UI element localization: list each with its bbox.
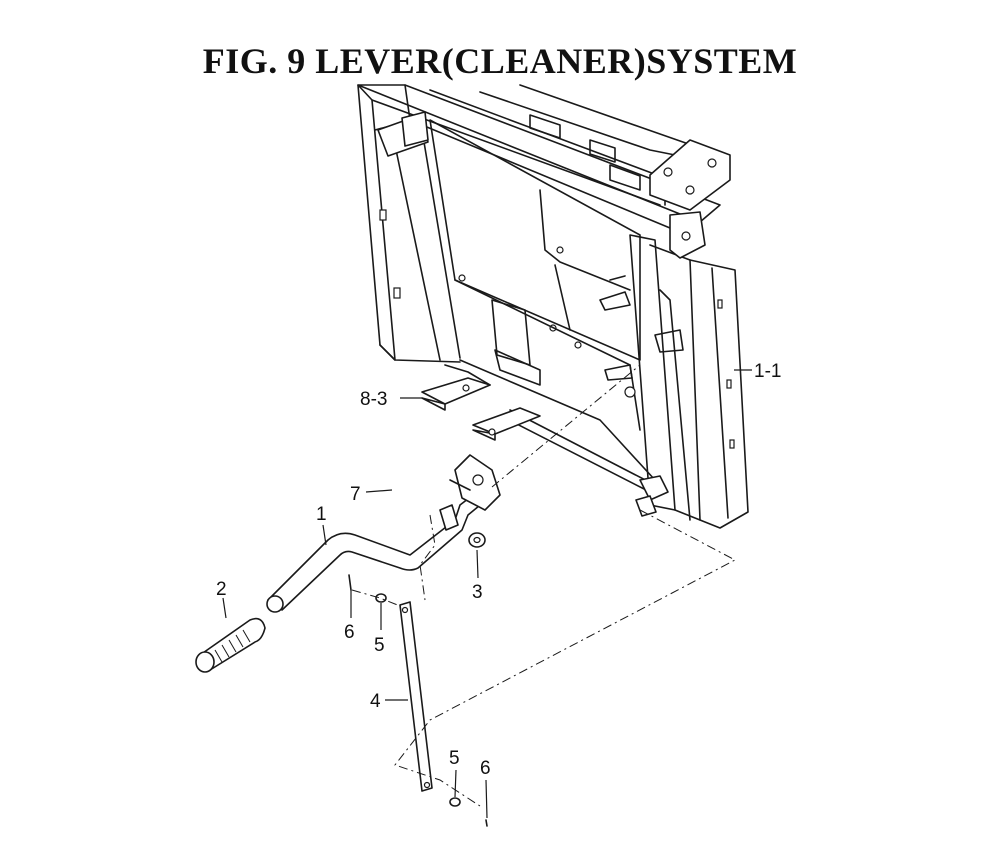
label-part-8-3: 8-3: [360, 389, 387, 410]
label-part-3: 3: [472, 582, 483, 603]
hardware-small: [348, 574, 488, 827]
nut: [468, 532, 486, 548]
lever: [266, 454, 501, 613]
part-labels: 1-1 8-3 7 1 2 3 6 5 4 5 6: [216, 361, 781, 779]
frame-assembly: [357, 84, 749, 529]
link-rod: [399, 601, 433, 792]
grip: [195, 617, 266, 673]
label-part-6-bottom: 6: [480, 758, 491, 779]
label-part-4: 4: [370, 691, 381, 712]
callout-lines: [222, 369, 752, 819]
bracket-8-3: [421, 377, 541, 441]
figure-title: FIG. 9 LEVER(CLEANER)SYSTEM: [202, 41, 798, 81]
label-part-5-top: 5: [374, 635, 385, 656]
label-part-1-1: 1-1: [754, 361, 781, 382]
label-part-2: 2: [216, 579, 227, 600]
label-part-7: 7: [350, 484, 361, 505]
label-part-1: 1: [316, 504, 327, 525]
label-part-5-bottom: 5: [449, 748, 460, 769]
label-part-6-top: 6: [344, 622, 355, 643]
assembly-lines: [351, 364, 737, 807]
